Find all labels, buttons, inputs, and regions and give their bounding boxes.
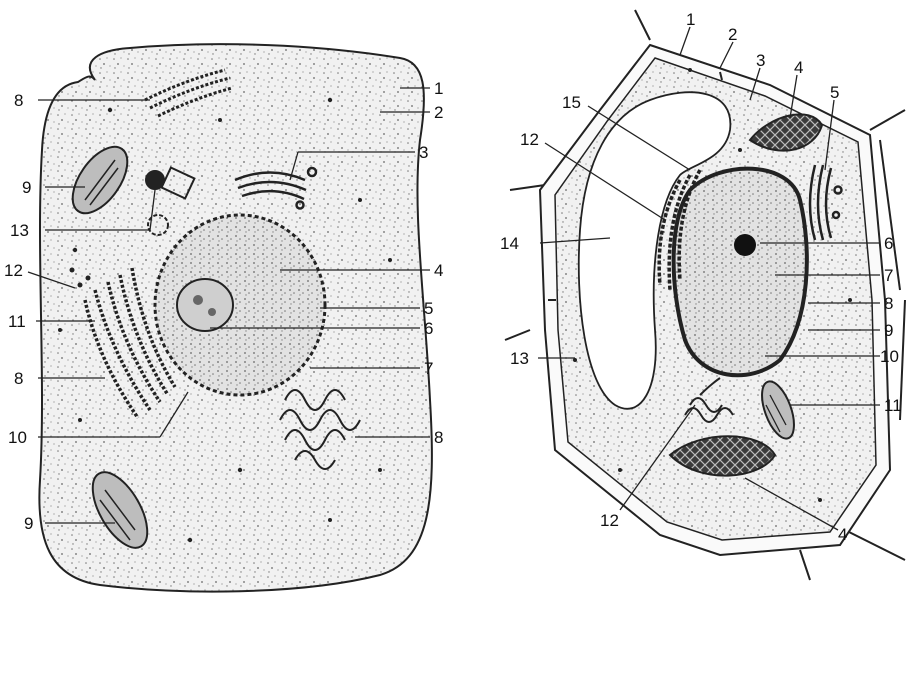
- plant-neighbor-walls: [504, 9, 906, 581]
- plant-label-7: 7: [884, 266, 893, 285]
- plant-label-12-bottom: 12: [600, 511, 619, 530]
- animal-label-9-top: 9: [22, 178, 31, 197]
- plant-label-8: 8: [884, 294, 893, 313]
- plant-label-9: 9: [884, 321, 893, 340]
- plant-label-12-top: 12: [520, 130, 539, 149]
- animal-rough-er-top: [144, 68, 233, 118]
- plant-plasmodesmata: [548, 71, 723, 301]
- plant-golgi: [808, 164, 843, 241]
- animal-label-7: 7: [424, 359, 433, 378]
- plant-label-2: 2: [728, 25, 737, 44]
- plant-label-4-bottom: 4: [838, 525, 847, 544]
- animal-label-12: 12: [4, 261, 23, 280]
- animal-label-10: 10: [8, 428, 27, 447]
- animal-label-8-left: 8: [14, 369, 23, 388]
- animal-label-4: 4: [434, 261, 443, 280]
- plant-leader-lines: [538, 26, 880, 531]
- animal-label-8-right: 8: [434, 428, 443, 447]
- animal-mitochondrion-top: [71, 145, 129, 215]
- plant-chloroplast-bottom: [668, 435, 777, 477]
- plant-cytoplasm-granules: [573, 68, 852, 502]
- animal-leader-lines: [27, 87, 430, 524]
- animal-label-9-bottom: 9: [24, 514, 33, 533]
- plant-label-1: 1: [686, 10, 695, 29]
- animal-label-5: 5: [424, 299, 433, 318]
- animal-cell: 8 1 2 3 4 5 6 7 8 8 9 13 12 11 10 9: [4, 43, 443, 593]
- plant-nucleus: [671, 166, 809, 378]
- animal-centrosome: [145, 166, 196, 236]
- plant-cell: 1 2 3 4 5 15 12 14 6 7 8 9 10 13 11 12 4: [500, 9, 906, 581]
- plant-label-3: 3: [756, 51, 765, 70]
- plant-nucleolus: [734, 234, 756, 256]
- animal-label-3: 3: [419, 143, 428, 162]
- animal-free-ribosomes: [69, 267, 91, 288]
- animal-label-6: 6: [424, 319, 433, 338]
- plant-vacuole: [577, 91, 732, 410]
- plant-label-13: 13: [510, 349, 529, 368]
- animal-golgi: [234, 166, 318, 210]
- plant-label-14: 14: [500, 234, 519, 253]
- animal-label-8-top: 8: [14, 91, 23, 110]
- animal-cytoplasm-granules: [58, 97, 392, 543]
- animal-label-11: 11: [8, 312, 26, 331]
- animal-smooth-er: [279, 389, 361, 470]
- plant-label-4-top: 4: [794, 58, 803, 77]
- plant-label-15: 15: [562, 93, 581, 112]
- animal-rough-er-left: [83, 267, 177, 419]
- animal-label-13: 13: [10, 221, 29, 240]
- animal-nucleus: [153, 213, 327, 397]
- plant-label-10: 10: [880, 347, 899, 366]
- plant-rough-er: [657, 169, 702, 291]
- animal-label-2: 2: [434, 103, 443, 122]
- plant-label-11: 11: [884, 396, 902, 415]
- animal-mitochondrion-bottom: [91, 471, 149, 549]
- plant-label-5: 5: [830, 83, 839, 102]
- animal-nucleolus: [176, 278, 234, 332]
- plant-label-6: 6: [884, 234, 893, 253]
- plant-chloroplast-top: [748, 113, 824, 152]
- animal-label-1: 1: [434, 79, 443, 98]
